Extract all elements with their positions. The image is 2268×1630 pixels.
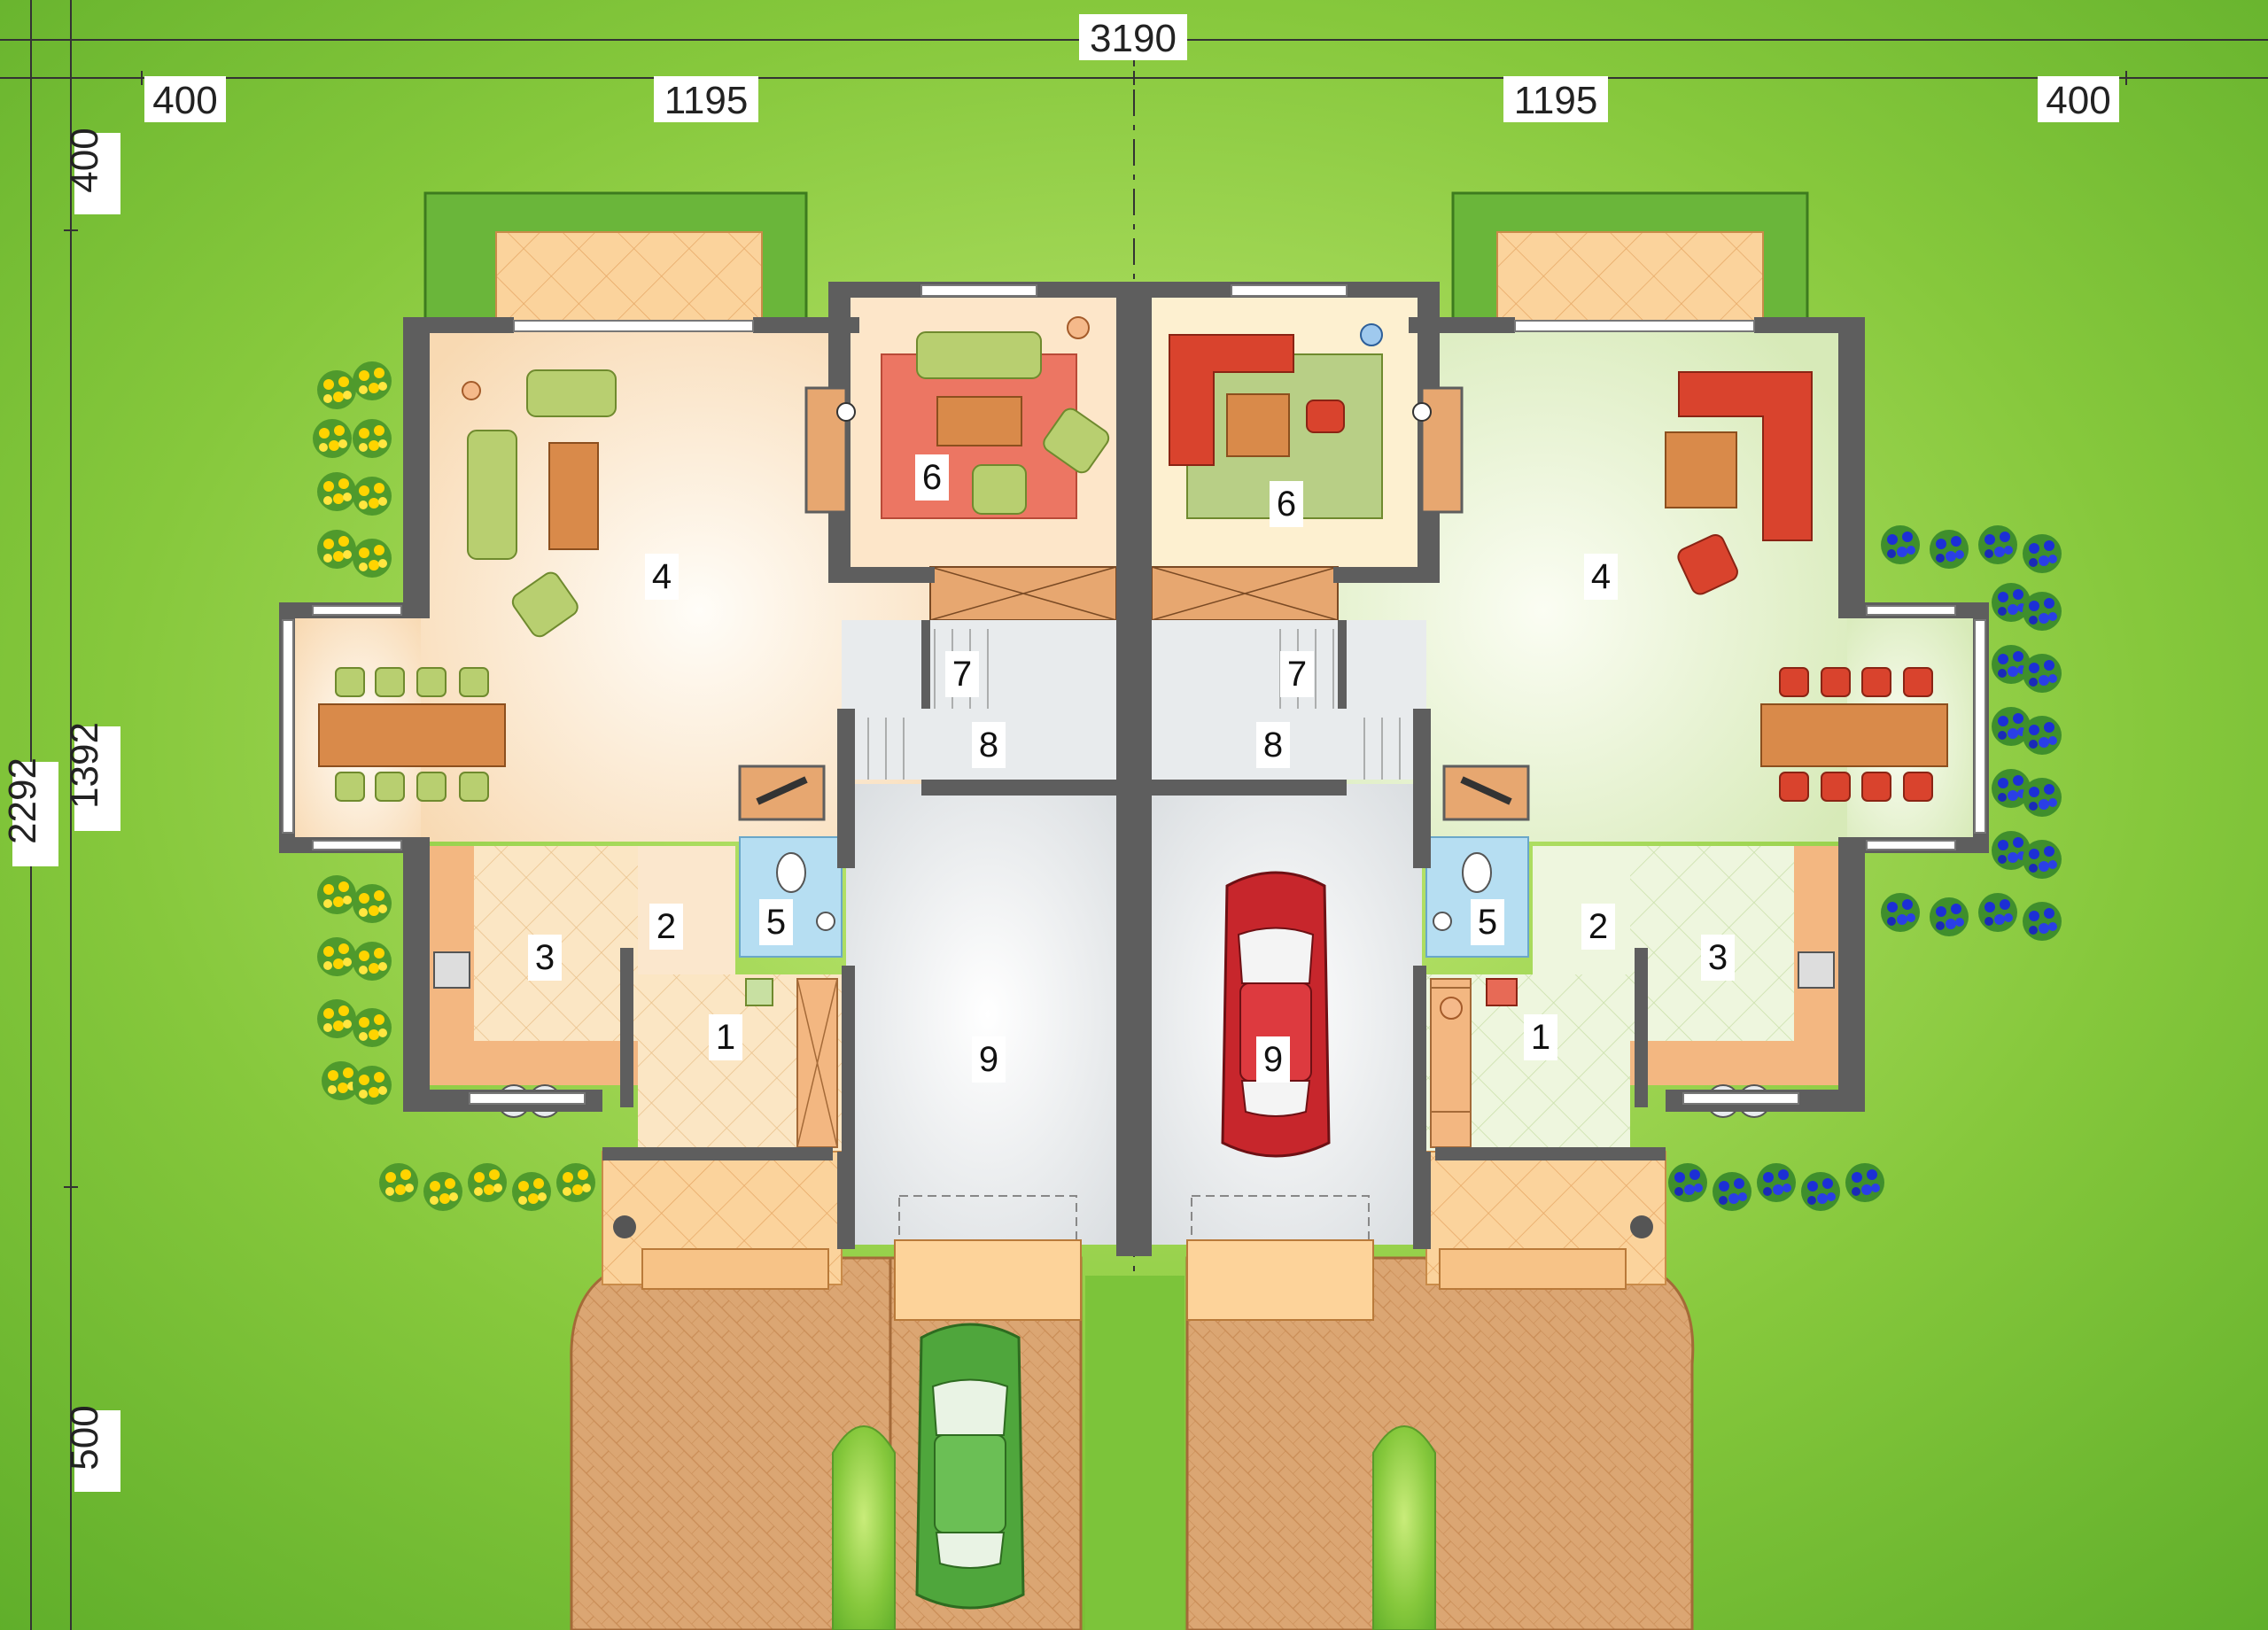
room-label-study-right: 6 [1277,485,1296,524]
rear-terraces [423,191,1809,330]
right-room-labels: 1 2 3 4 5 6 7 8 9 [1256,481,1735,1083]
room-label-bath-left: 5 [766,903,786,942]
room-label-entry-right: 1 [1531,1018,1550,1057]
room-label-stair-upper-left: 8 [979,726,998,765]
room-label-living-right: 4 [1591,557,1611,596]
dim-total-depth: 2292 [1,757,44,844]
dim-left-margin: 400 [152,79,217,122]
room-label-living-left: 4 [652,557,672,596]
left-room-labels: 1 2 3 4 5 6 7 8 9 [528,454,1006,1083]
room-label-stair-upper-right: 8 [1263,726,1283,765]
right-house [1134,282,1989,1321]
dim-front-depth: 500 [63,1405,106,1470]
dim-top-margin: 400 [63,128,106,192]
room-label-garage-right: 9 [1263,1040,1283,1079]
room-label-garage-left: 9 [979,1040,998,1079]
dim-house-depth: 1392 [63,722,106,809]
room-label-hall-left: 2 [656,907,676,946]
dim-right-house-width: 1195 [1514,79,1598,122]
room-label-study-left: 6 [922,458,942,497]
room-label-stair-lower-left: 7 [952,655,972,694]
dim-total-width: 3190 [1090,17,1177,60]
garage-car-icon [1221,871,1331,1158]
room-label-entry-left: 1 [716,1018,735,1057]
room-label-bath-right: 5 [1478,903,1497,942]
dim-right-margin: 400 [2046,79,2110,122]
room-label-hall-right: 2 [1588,907,1608,946]
dimension-labels: 3190 400 1195 1195 400 400 2292 1392 500 [1,14,2119,1492]
driveways [570,1256,1695,1630]
left-house [279,282,1134,1321]
dim-left-house-width: 1195 [664,79,749,122]
room-label-kitchen-right: 3 [1708,938,1728,977]
room-label-kitchen-left: 3 [535,938,555,977]
room-label-stair-lower-right: 7 [1287,655,1307,694]
parked-car-icon [915,1323,1025,1610]
